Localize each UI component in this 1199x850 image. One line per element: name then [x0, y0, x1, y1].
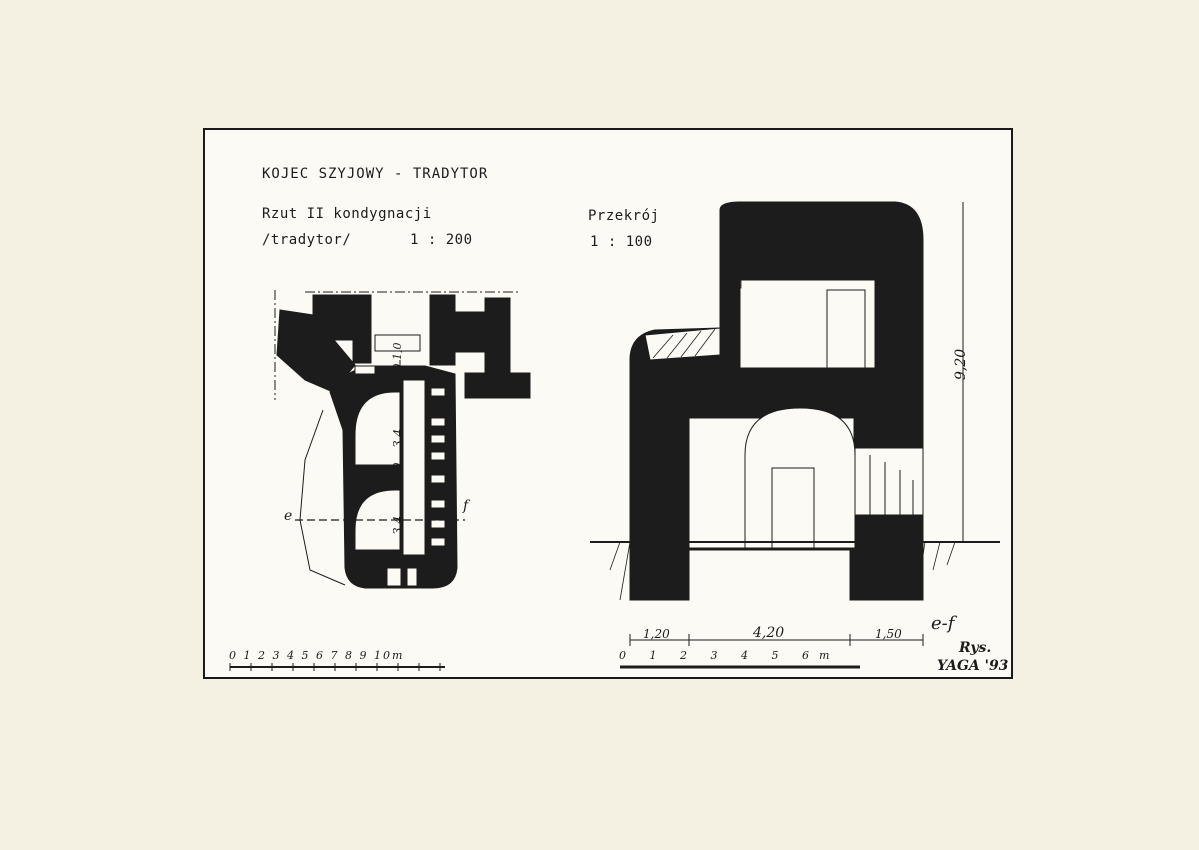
plan-sublabel: /tradytor/ — [262, 232, 352, 248]
section-marker-f: f — [463, 498, 469, 514]
section-label: Przekrój — [588, 208, 660, 224]
plan-scale-ticks — [229, 663, 441, 671]
section-name: e-f — [931, 613, 955, 634]
section-width-dim-3: 1,50 — [875, 627, 902, 641]
plan-scale: 1 : 200 — [410, 232, 473, 248]
section-scale-label: 0 1 2 3 4 5 6m — [619, 649, 840, 662]
section-parapet-hatch — [644, 327, 721, 361]
section-scale: 1 : 100 — [590, 234, 653, 250]
section-stairs — [869, 455, 914, 515]
signature-line2: YAGA '93 — [937, 658, 1009, 674]
section-width-ticks — [629, 634, 924, 646]
drawing-title: KOJEC SZYJOWY - TRADYTOR — [262, 166, 489, 182]
floor-plan-drawing — [229, 290, 531, 671]
section-hatch-lines — [652, 259, 742, 359]
section-height-dim: 9,20 — [953, 348, 969, 380]
drawing-frame: KOJEC SZYJOWY - TRADYTOR Rzut II kondygn… — [203, 128, 1013, 679]
section-width-dim-2: 4,20 — [753, 625, 785, 641]
section-width-dim-1: 1,20 — [643, 627, 670, 641]
plan-label: Rzut II kondygnacji — [262, 206, 432, 222]
section-marker-e: e — [284, 508, 293, 524]
ground-hatch — [609, 541, 956, 601]
plan-openings — [354, 334, 446, 587]
cross-section-drawing — [590, 201, 1000, 669]
section-openings — [688, 279, 924, 549]
signature-line1: Rys. — [959, 640, 992, 656]
plan-scale-label: 0 1 2 3 4 5 6 7 8 9 10m — [229, 649, 405, 662]
